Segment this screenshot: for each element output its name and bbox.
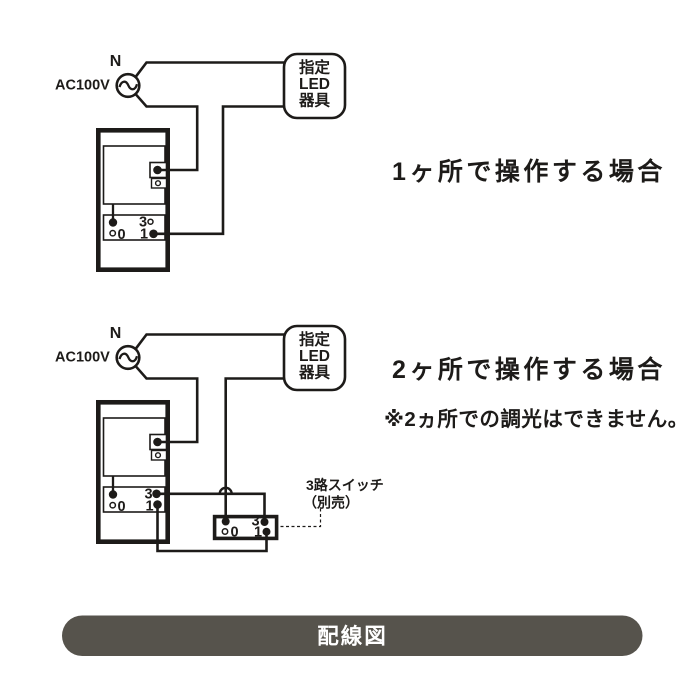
neutral-label: N <box>110 325 122 342</box>
three-way-switch-sublabel: （別売） <box>303 495 359 511</box>
wire-terminal1-to-switch1 <box>156 504 268 553</box>
input-terminal-dot <box>153 437 162 447</box>
terminal-1-dot <box>149 229 158 239</box>
ac-sine-icon <box>118 352 139 363</box>
wire-crossover-hop <box>218 486 233 494</box>
ac100v-label: AC100V <box>55 78 110 94</box>
terminal-3-label: 3 <box>145 487 153 503</box>
wire-load-to-terminal-1 <box>157 105 284 236</box>
footer: 配線図 <box>62 615 643 656</box>
terminal-0-dot <box>108 490 118 499</box>
spare-terminal-circle <box>154 180 162 187</box>
leader-dashed-line <box>279 508 322 528</box>
neutral-label: N <box>110 53 122 70</box>
terminal-0-circle <box>109 501 117 509</box>
diagram-2-heading: 2ヶ所で操作する場合 <box>392 355 666 384</box>
terminal-1-label: 1 <box>146 499 154 515</box>
diagram-1-heading: 1ヶ所で操作する場合 <box>392 157 666 186</box>
diagram-1-single-location: N AC100V 指定 LED 器具 0 3 1 1ヶ所で操作する場合 <box>55 52 666 272</box>
wire-neutral <box>134 61 284 78</box>
led-fixture-text-1: 指定 <box>299 330 331 349</box>
wire-load-to-switch <box>224 377 284 522</box>
led-fixture-box <box>282 324 347 392</box>
wire-neutral <box>134 333 284 350</box>
switch-terminal-0-label: 0 <box>231 525 239 541</box>
terminal-0-dot <box>108 218 118 227</box>
input-terminal-dot <box>153 165 162 175</box>
terminal-3-dot <box>152 489 161 499</box>
switch-terminal-3-label: 3 <box>252 514 260 530</box>
led-fixture-text-2: LED <box>299 348 330 365</box>
ac-sine-icon <box>118 80 139 91</box>
switch-terminal-1-label: 1 <box>254 525 262 541</box>
terminal-0-label: 0 <box>118 499 126 515</box>
diagram-2-note: ※2ヵ所での調光はできません。 <box>384 407 689 431</box>
wiring-caption-pill <box>62 615 643 656</box>
ac100v-label: AC100V <box>55 350 110 366</box>
switch-terminal-3-dot <box>260 518 269 526</box>
spare-terminal-circle <box>154 452 162 459</box>
switch-terminal-1-dot <box>262 527 271 536</box>
terminal-1-dot <box>153 500 162 509</box>
wire-hot-to-dimmer <box>134 365 199 444</box>
three-way-switch-label: 3路スイッチ <box>306 477 384 493</box>
switch-terminal-0-circle <box>221 528 229 535</box>
led-fixture-text-3: 器具 <box>298 364 331 382</box>
terminal-0-circle <box>109 229 117 237</box>
wiring-caption-text: 配線図 <box>317 624 388 649</box>
terminal-3-label: 3 <box>139 215 147 231</box>
terminal-0-label: 0 <box>118 227 126 243</box>
switch-common-terminal-dot <box>221 517 230 526</box>
led-fixture-box <box>282 52 347 120</box>
terminal-3-circle <box>147 218 154 225</box>
led-fixture-text-2: LED <box>299 76 330 93</box>
diagram-2-two-locations: N AC100V 指定 LED 器具 0 3 1 <box>55 324 689 553</box>
led-fixture-text-1: 指定 <box>299 58 331 77</box>
wire-hot-to-dimmer <box>134 93 199 172</box>
wire-terminal3-to-switch3 <box>156 492 266 522</box>
led-fixture-text-3: 器具 <box>298 92 331 110</box>
terminal-1-label: 1 <box>140 227 148 243</box>
